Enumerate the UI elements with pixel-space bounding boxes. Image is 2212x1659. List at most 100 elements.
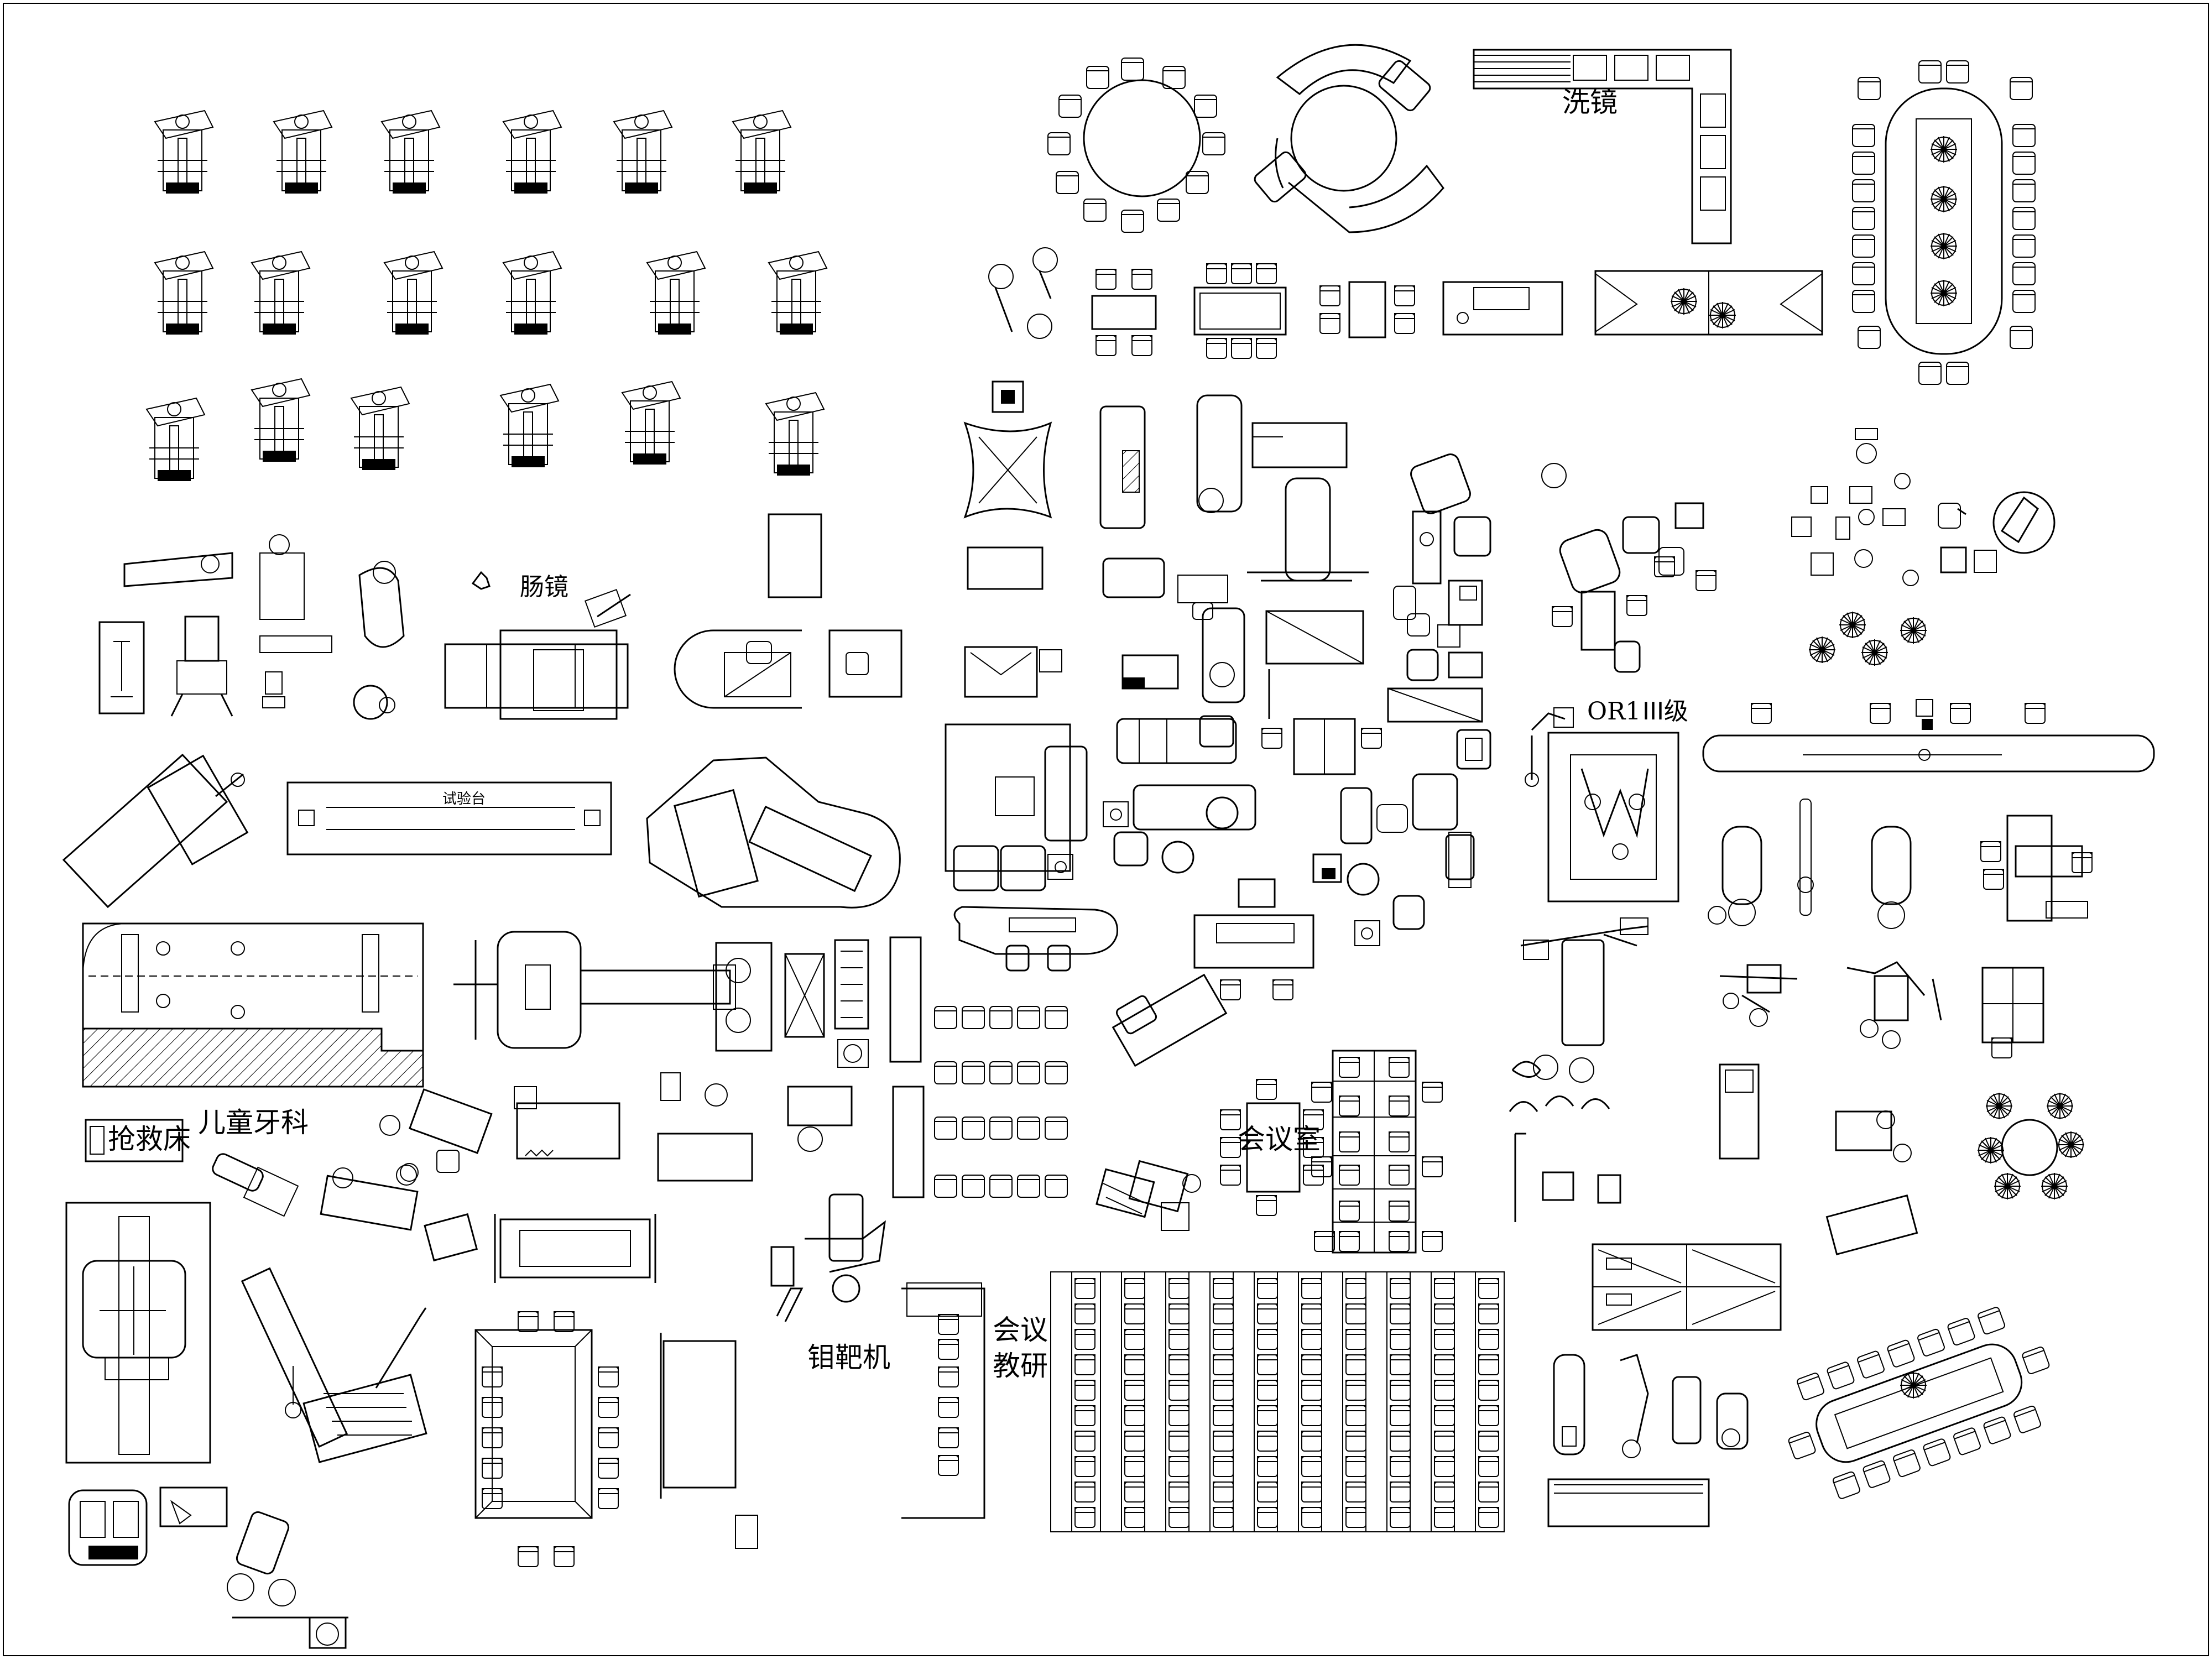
toilet-sanitary xyxy=(1791,428,2056,666)
label-or1: OR1 xyxy=(1587,697,1641,726)
boardroom-chair xyxy=(1832,1470,1861,1500)
classroom-chair xyxy=(1301,1329,1322,1350)
classroom-chair xyxy=(1434,1329,1455,1350)
classroom-chair xyxy=(1168,1431,1190,1452)
bottom-left-items xyxy=(68,1486,348,1649)
classroom-chair xyxy=(1345,1507,1366,1528)
classroom-chair xyxy=(1257,1278,1278,1299)
label-pediatric-dentistry: 儿童牙科 xyxy=(198,1107,309,1139)
teaching-room xyxy=(901,1282,985,1519)
classroom-chair xyxy=(1074,1354,1095,1375)
surgical-robots xyxy=(1520,917,2044,1058)
boardroom-chair xyxy=(1916,1328,1946,1358)
classroom-chair xyxy=(1168,1278,1190,1299)
classroom-chair xyxy=(1124,1456,1145,1477)
classroom-chair xyxy=(1257,1329,1278,1350)
classroom-chair xyxy=(1345,1456,1366,1477)
classroom-chair xyxy=(1478,1303,1499,1324)
classroom-chair xyxy=(1124,1354,1145,1375)
reception-long-counter xyxy=(1702,699,2155,773)
classroom-chair xyxy=(1213,1481,1234,1503)
classroom-chair xyxy=(1390,1303,1411,1324)
classroom-chair xyxy=(1301,1380,1322,1401)
classroom-chair xyxy=(1168,1456,1190,1477)
classroom-chair xyxy=(1213,1431,1234,1452)
waiting-seats xyxy=(934,1006,1068,1198)
mammography xyxy=(770,1193,886,1322)
boardroom-chair xyxy=(1982,1415,2012,1446)
classroom-chair xyxy=(1478,1507,1499,1528)
ct-scanner xyxy=(646,757,901,909)
sheet-border xyxy=(3,3,2209,1656)
office-chairs-center xyxy=(1193,715,1425,1000)
boardroom-chair xyxy=(1825,1360,1856,1391)
classroom-desk xyxy=(1454,1271,1476,1532)
classroom-chair xyxy=(1478,1431,1499,1452)
boardroom-chair xyxy=(1796,1371,1825,1401)
classroom-chair xyxy=(1301,1405,1322,1426)
classroom-chair xyxy=(1390,1329,1411,1350)
classroom-chair xyxy=(1301,1456,1322,1477)
classroom-chair xyxy=(1390,1431,1411,1452)
boardroom-chair xyxy=(1856,1349,1886,1380)
classroom-desk xyxy=(1321,1271,1343,1532)
classroom-chair xyxy=(1168,1329,1190,1350)
label-wash-mirror: 洗镜 xyxy=(1562,86,1618,118)
classroom-grid xyxy=(1050,1271,1505,1532)
classroom-chair xyxy=(1074,1507,1095,1528)
classroom-chair xyxy=(1213,1354,1234,1375)
classroom-chair xyxy=(1478,1405,1499,1426)
classroom-chair xyxy=(1478,1329,1499,1350)
classroom-desk xyxy=(1365,1271,1387,1532)
boardroom-chair xyxy=(2021,1345,2051,1375)
classroom-chair xyxy=(1257,1354,1278,1375)
classroom-chair xyxy=(1434,1481,1455,1503)
classroom-chair xyxy=(1345,1481,1366,1503)
classroom-chair xyxy=(1345,1354,1366,1375)
classroom-desk xyxy=(1233,1271,1255,1532)
wash-mirror-counter xyxy=(1473,49,1732,244)
classroom-chair xyxy=(1124,1303,1145,1324)
classroom-chair xyxy=(1478,1481,1499,1503)
label-rescue-bed: 抢救床 xyxy=(108,1123,191,1155)
colonoscope-station xyxy=(444,588,631,720)
reception-counter xyxy=(674,513,902,709)
classroom-desk xyxy=(1277,1271,1299,1532)
classroom-chair xyxy=(1434,1278,1455,1299)
classroom-chair xyxy=(1301,1354,1322,1375)
lab-cabinets xyxy=(715,936,922,1068)
pediatric-area xyxy=(85,1088,493,1262)
boardroom-chair xyxy=(1892,1448,1922,1478)
classroom-desk xyxy=(1410,1271,1432,1532)
round-sofa xyxy=(1254,44,1444,233)
dental-row xyxy=(98,534,491,720)
label-colonoscope: 肠镜 xyxy=(520,573,568,601)
c-arm xyxy=(241,1267,427,1463)
patient-beds-right xyxy=(1719,1063,1918,1256)
classroom-chair xyxy=(1124,1278,1145,1299)
dental-units-bottom xyxy=(1547,1354,1749,1527)
classroom-chair xyxy=(1390,1456,1411,1477)
classroom-chair xyxy=(1124,1405,1145,1426)
classroom-chair xyxy=(1390,1405,1411,1426)
classroom-chair xyxy=(1124,1329,1145,1350)
classroom-chair xyxy=(1074,1431,1095,1452)
hospital-bed xyxy=(65,1202,211,1464)
classroom-chair xyxy=(1168,1405,1190,1426)
classroom-chair xyxy=(1213,1507,1234,1528)
classroom-chair xyxy=(1345,1405,1366,1426)
classroom-chair xyxy=(1074,1329,1095,1350)
classroom-desk xyxy=(1100,1271,1122,1532)
classroom-chair xyxy=(1345,1431,1366,1452)
classroom-chair xyxy=(1345,1303,1366,1324)
label-grade-three: III级 xyxy=(1642,697,1688,726)
center-sofas xyxy=(945,718,1256,972)
dining-sets xyxy=(988,247,1823,359)
classroom-chair xyxy=(1213,1380,1234,1401)
classroom-chair xyxy=(1168,1481,1190,1503)
classroom-chair xyxy=(1257,1456,1278,1477)
classroom-desk xyxy=(1050,1271,1072,1532)
armchairs-right xyxy=(1340,453,1491,888)
classroom-chair xyxy=(1213,1303,1234,1324)
